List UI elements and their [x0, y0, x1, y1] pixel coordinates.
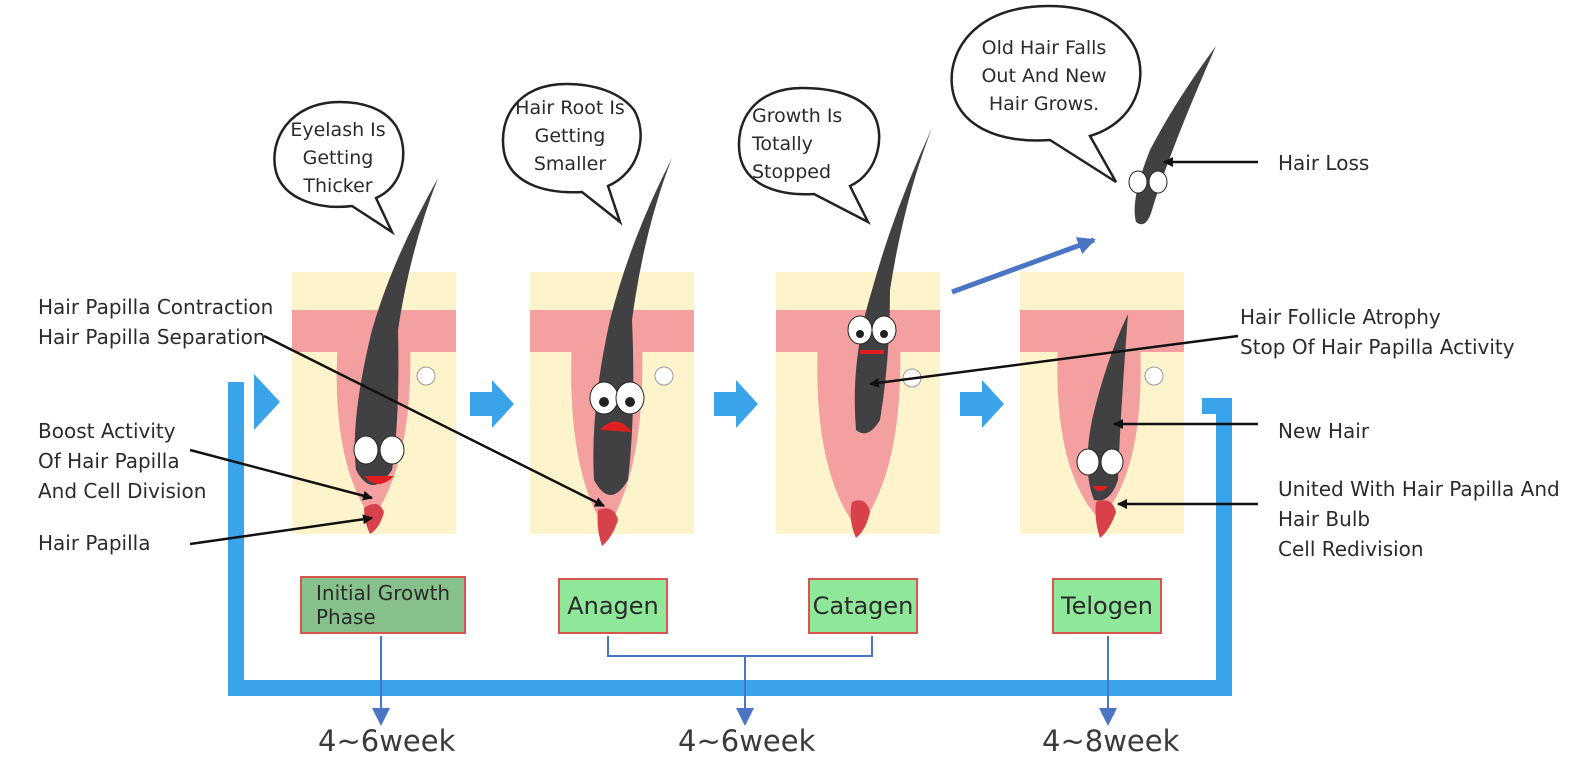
label-line: United With Hair Papilla And — [1278, 477, 1560, 501]
label-follicle-atrophy: Hair Follicle Atrophy Stop Of Hair Papil… — [1240, 302, 1515, 362]
phase-catagen: Catagen — [808, 578, 918, 634]
duration-initial: 4~6week — [318, 724, 456, 758]
phase-anagen: Anagen — [558, 578, 668, 634]
phase-initial-growth: Initial Growth Phase — [300, 576, 466, 634]
speech-bubbles — [273, 4, 1142, 236]
duration-telogen: 4~8week — [1042, 724, 1180, 758]
bubble-old-hair-falls: Old Hair Falls Out And New Hair Grows. — [964, 34, 1124, 118]
label-line: Boost Activity — [38, 419, 176, 443]
bubble-line: Eyelash Is — [290, 119, 386, 141]
bubble-line: Getting — [534, 125, 606, 147]
label-line: And Cell Division — [38, 479, 207, 503]
label-united-papilla: United With Hair Papilla And Hair Bulb C… — [1278, 474, 1560, 564]
phase-telogen: Telogen — [1052, 578, 1162, 634]
to-telogen-arrow — [951, 237, 1096, 295]
label-line: Hair Papilla Separation — [38, 325, 266, 349]
label-line: Hair Papilla Contraction — [38, 295, 274, 319]
bubble-anagen-start: Eyelash Is Getting Thicker — [286, 116, 390, 200]
bubble-line: Old Hair Falls — [981, 37, 1107, 59]
label-line: Stop Of Hair Papilla Activity — [1240, 335, 1515, 359]
label-papilla-contraction: Hair Papilla Contraction Hair Papilla Se… — [38, 292, 273, 352]
bubble-line: Getting — [302, 147, 374, 169]
pointer-lines — [189, 157, 1258, 546]
hair-faces — [353, 170, 1168, 491]
bubble-growth-stopped: Growth Is Totally Stopped — [752, 102, 862, 186]
bubble-line: Out And New — [981, 65, 1107, 87]
label-boost-activity: Boost Activity Of Hair Papilla And Cell … — [38, 416, 206, 506]
bubble-line: Totally — [752, 133, 813, 155]
phase-line: Initial Growth — [316, 581, 451, 605]
label-hair-loss: Hair Loss — [1278, 151, 1370, 175]
bubble-line: Hair Root Is — [515, 97, 625, 119]
bubble-line: Smaller — [533, 153, 607, 175]
cycle-loop-arrow — [228, 382, 1232, 696]
bubble-line: Growth Is — [752, 105, 843, 127]
label-hair-papilla: Hair Papilla — [38, 531, 151, 555]
papillae — [364, 500, 1116, 546]
bubble-root-smaller: Hair Root Is Getting Smaller — [510, 94, 630, 178]
cycle-loop-arrowhead — [254, 374, 280, 430]
label-line: Cell Redivision — [1278, 537, 1424, 561]
label-line: Hair Follicle Atrophy — [1240, 305, 1441, 329]
step-arrows — [470, 380, 1004, 428]
label-line: Hair Bulb — [1278, 507, 1371, 531]
bubble-line: Thicker — [303, 175, 373, 197]
label-new-hair: New Hair — [1278, 419, 1370, 443]
phase-line: Phase — [316, 605, 376, 629]
label-line: Of Hair Papilla — [38, 449, 180, 473]
duration-anagen-catagen: 4~6week — [678, 724, 816, 758]
bubble-line: Stopped — [752, 161, 832, 183]
duration-connectors — [372, 636, 1117, 726]
bubble-line: Hair Grows. — [988, 93, 1100, 115]
